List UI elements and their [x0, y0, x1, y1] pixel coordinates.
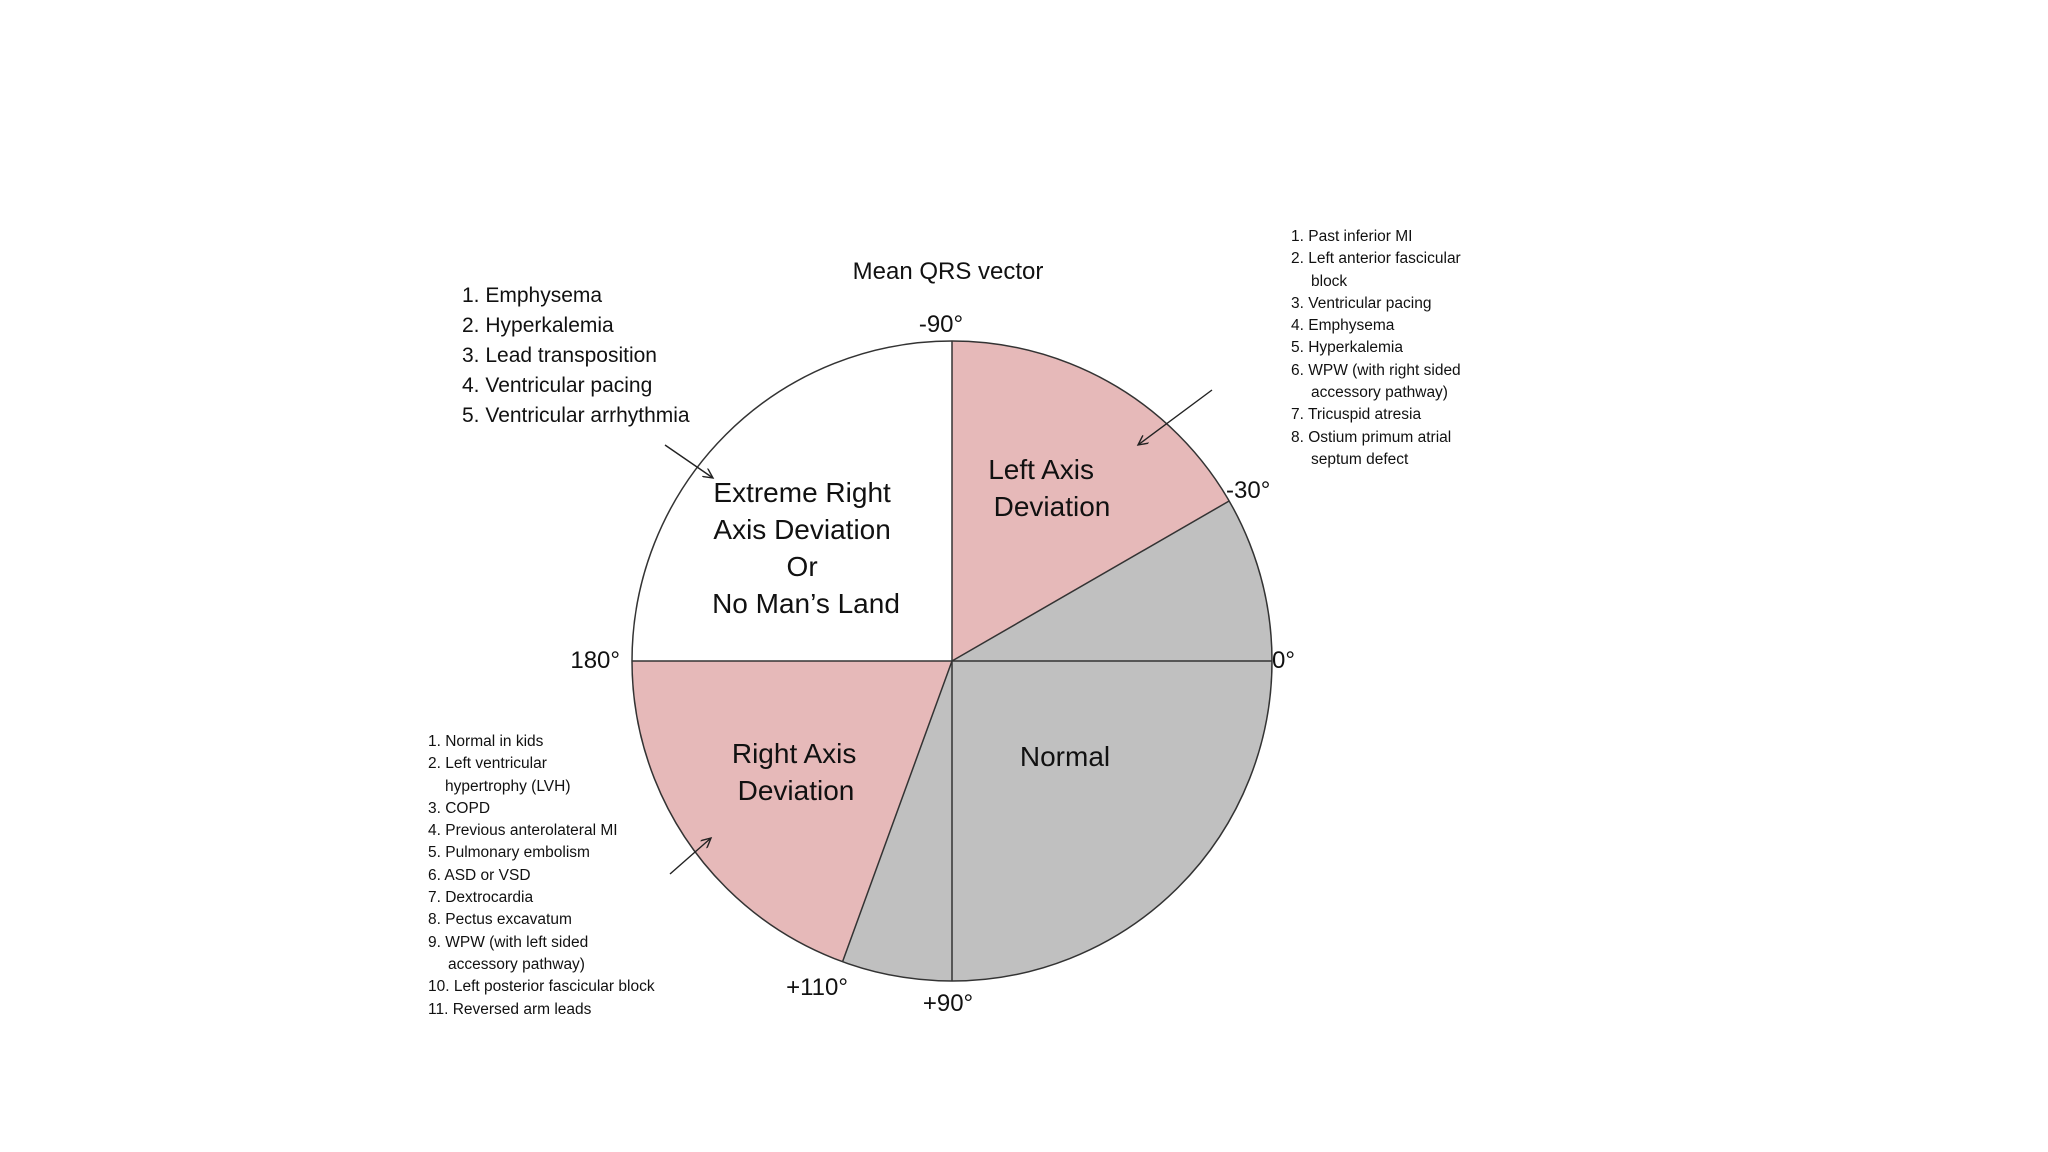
list-item: 10. Left posterior fascicular block — [428, 978, 655, 996]
list-item: 5. Ventricular arrhythmia — [462, 404, 690, 427]
extreme-line-4: No Man’s Land — [712, 588, 900, 619]
list-item: 7. Tricuspid atresia — [1291, 406, 1422, 424]
list-item: 11. Reversed arm leads — [428, 1000, 592, 1018]
arrow-extreme-causes — [664, 444, 713, 478]
list-item: 4. Ventricular pacing — [462, 374, 653, 397]
list-item: 5. Hyperkalemia — [1291, 339, 1403, 357]
angle-label-plus110: +110° — [786, 974, 848, 1001]
list-item: 1. Past inferior MI — [1291, 228, 1413, 245]
sector-right-axis-deviation — [632, 661, 952, 962]
list-item: 2. Hyperkalemia — [462, 314, 614, 337]
list-item: 1. Normal in kids — [428, 733, 544, 750]
right-axis-line-2: Deviation — [738, 775, 855, 806]
angle-label-minus30: -30° — [1226, 477, 1270, 504]
sector-extreme-right-axis-deviation — [632, 341, 952, 661]
left-causes-list: 1. Past inferior MI 2. Left anterior fas… — [1291, 226, 1461, 471]
axis-line-minus30 — [951, 500, 1230, 662]
list-item: 4. Emphysema — [1291, 317, 1395, 335]
list-item: 3. COPD — [428, 799, 491, 817]
sector-label-left-axis: Left Axis Deviation — [988, 454, 1110, 522]
list-item: 8. Pectus excavatum — [428, 911, 572, 929]
right-axis-line-1: Right Axis — [732, 738, 857, 769]
angle-label-minus90: -90° — [919, 311, 963, 338]
sectors-group — [632, 341, 1273, 982]
sector-normal — [842, 501, 1273, 982]
list-item: 1. Emphysema — [462, 284, 603, 307]
extreme-causes-list: 1. Emphysema 2. Hyperkalemia 3. Lead tra… — [462, 281, 690, 431]
sector-label-extreme: Extreme Right Axis Deviation Or No Man’s… — [712, 477, 900, 619]
left-axis-line-1: Left Axis — [988, 454, 1094, 485]
list-item: 3. Lead transposition — [462, 344, 657, 367]
sector-left-axis-deviation — [952, 341, 1230, 661]
arrow-left-causes — [1138, 389, 1213, 445]
arrow-right-causes — [669, 838, 711, 875]
list-item: 7. Dextrocardia — [428, 889, 534, 907]
diagram-title: Mean QRS vector — [853, 258, 1044, 285]
normal-line-1: Normal — [1020, 741, 1110, 772]
extreme-line-2: Axis Deviation — [713, 514, 890, 545]
angle-label-zero: 0° — [1272, 647, 1295, 674]
list-item: 6. ASD or VSD — [428, 866, 531, 884]
sector-label-right-axis: Right Axis Deviation — [732, 738, 864, 806]
sector-label-normal: Normal — [1020, 741, 1110, 772]
circle-outline — [631, 340, 1273, 982]
angle-label-180: 180° — [570, 647, 620, 674]
extreme-line-1: Extreme Right — [713, 477, 891, 508]
left-axis-line-2: Deviation — [994, 491, 1111, 522]
axis-line-plus110 — [841, 660, 953, 962]
list-item: 3. Ventricular pacing — [1291, 294, 1432, 312]
list-item: 5. Pulmonary embolism — [428, 844, 590, 862]
extreme-line-3: Or — [787, 551, 818, 582]
list-item: 4. Previous anterolateral MI — [428, 822, 618, 840]
sector-boundaries — [632, 341, 1272, 981]
angle-label-plus90: +90° — [923, 990, 973, 1017]
